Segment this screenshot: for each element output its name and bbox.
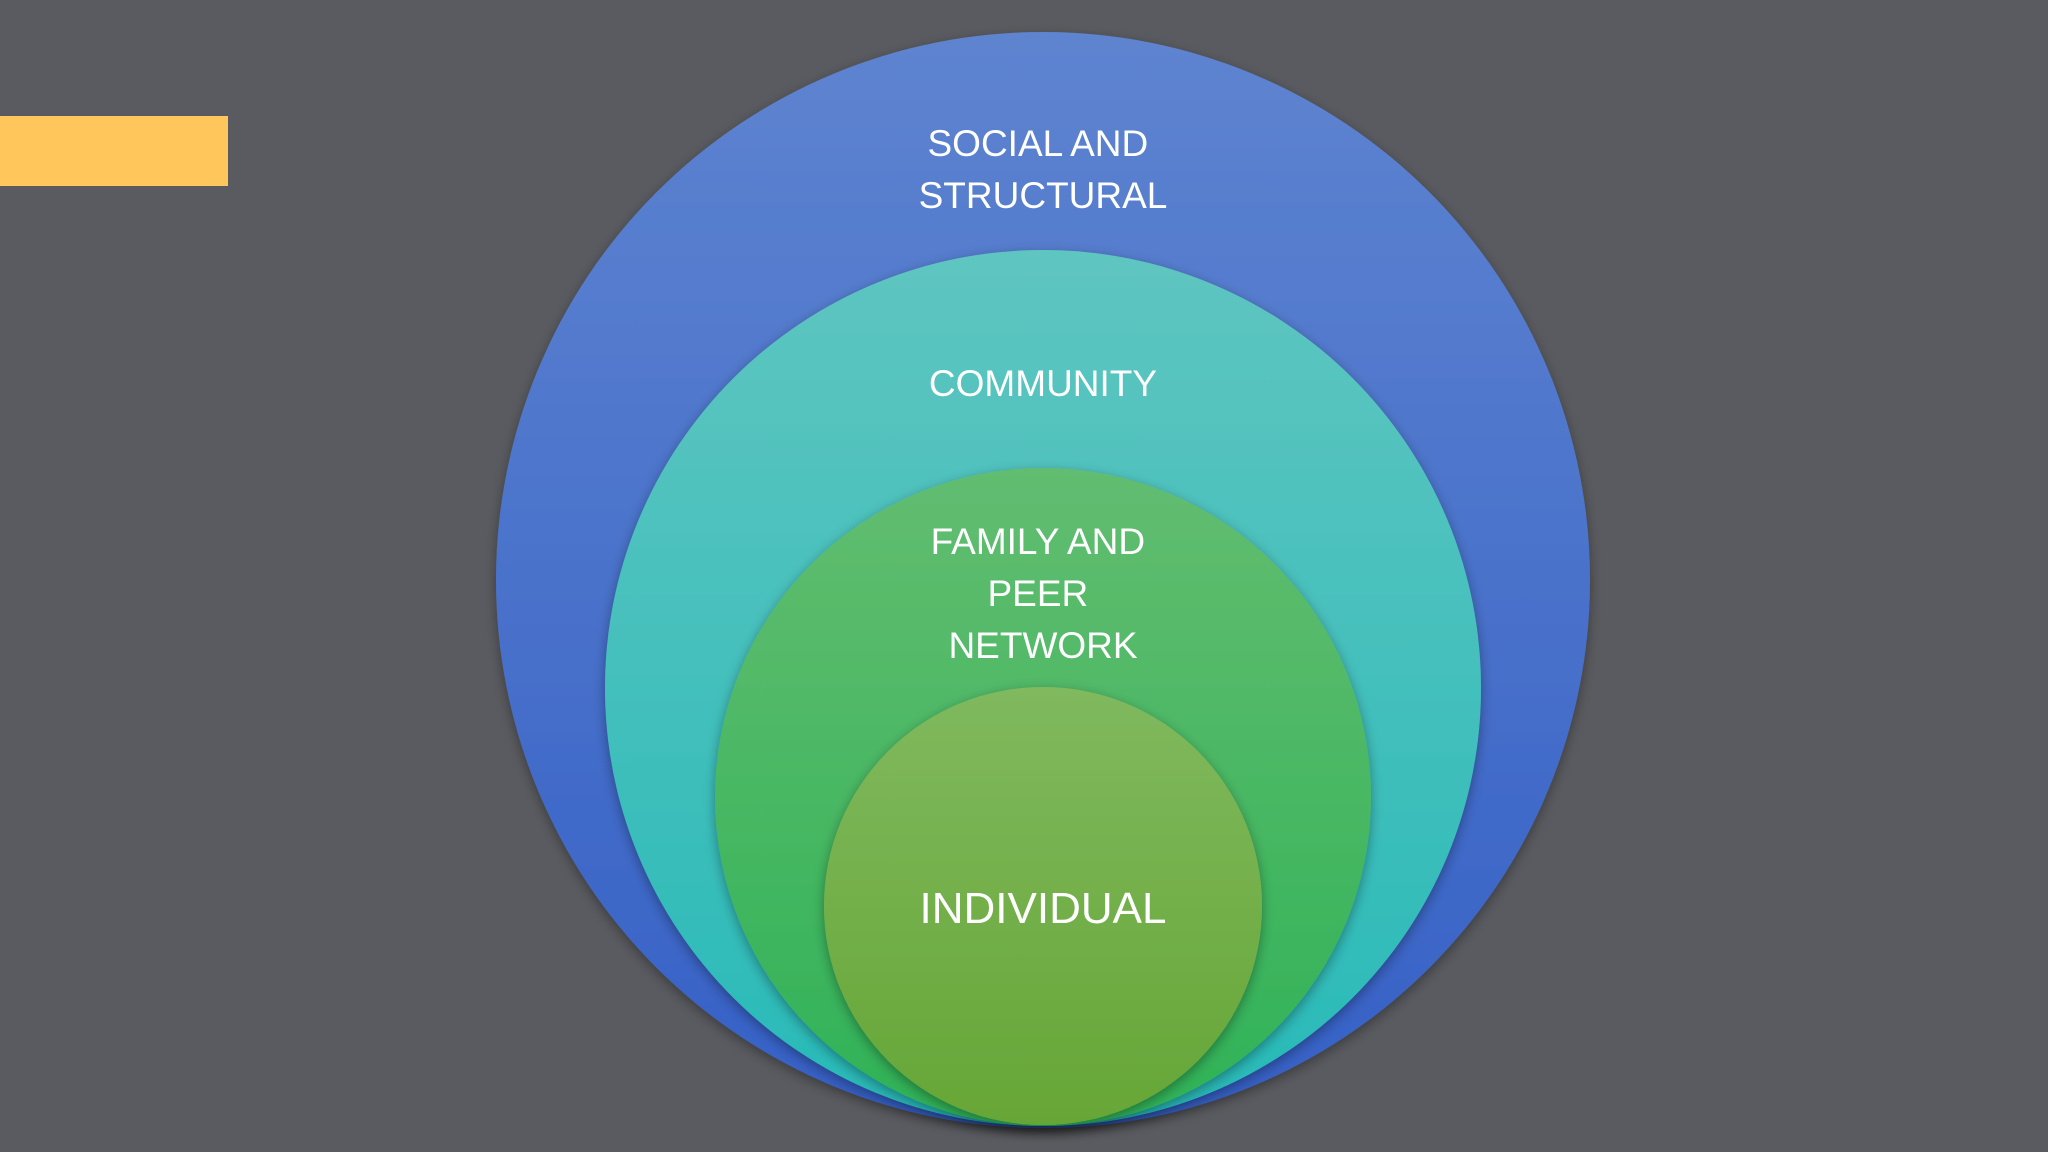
label-social-structural: SOCIAL AND STRUCTURAL <box>919 123 1168 216</box>
label-social-line-1: SOCIAL AND <box>928 123 1149 164</box>
label-family-line-2: PEER <box>987 573 1088 614</box>
circle-individual <box>824 687 1262 1125</box>
ring-individual: INDIVIDUAL <box>824 687 1262 1125</box>
label-individual-line-1: INDIVIDUAL <box>920 884 1167 933</box>
label-community: COMMUNITY <box>929 363 1157 404</box>
accent-bar <box>0 116 228 186</box>
label-family-peer-network: FAMILY AND PEER NETWORK <box>931 521 1156 666</box>
label-community-line-1: COMMUNITY <box>929 363 1157 404</box>
label-social-line-2: STRUCTURAL <box>919 175 1168 216</box>
label-family-line-3: NETWORK <box>948 625 1137 666</box>
label-individual: INDIVIDUAL <box>920 884 1167 933</box>
label-family-line-1: FAMILY AND <box>931 521 1146 562</box>
